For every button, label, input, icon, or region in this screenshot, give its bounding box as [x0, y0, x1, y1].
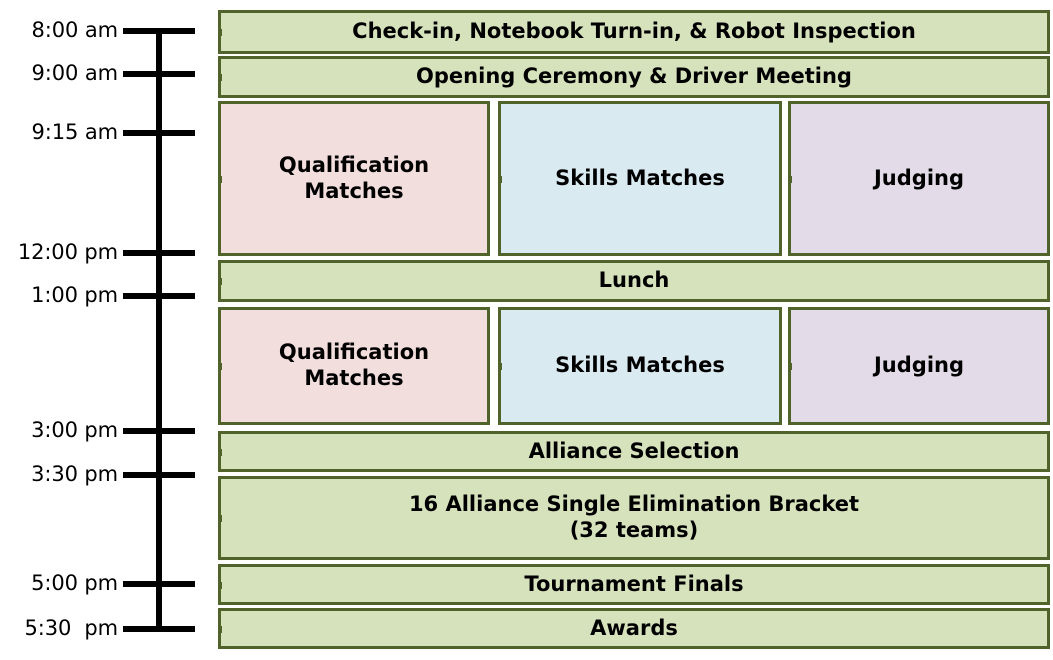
- event-block-label: Skills Matches: [555, 165, 725, 190]
- event-block[interactable]: Alliance Selection: [218, 431, 1050, 472]
- event-row-alliance-selection: Alliance Selection: [218, 431, 1050, 472]
- tick-mark: [123, 130, 195, 136]
- event-block[interactable]: Judging: [788, 101, 1050, 256]
- event-row-tournament-finals: Tournament Finals: [218, 564, 1050, 605]
- event-block[interactable]: Lunch: [218, 260, 1050, 302]
- timeline-connector-icon: [221, 625, 222, 633]
- event-block[interactable]: Opening Ceremony & Driver Meeting: [218, 56, 1050, 98]
- tick-mark: [123, 428, 195, 434]
- tick-time-label: 8:00 am: [31, 18, 119, 42]
- event-block[interactable]: Skills Matches: [498, 101, 782, 256]
- event-block[interactable]: Judging: [788, 307, 1050, 425]
- tick-time-label: 3:30 pm: [31, 462, 118, 486]
- tick-time-label: 9:00 am: [31, 61, 119, 85]
- timeline-connector-icon: [501, 363, 502, 370]
- event-block-label: Opening Ceremony & Driver Meeting: [416, 64, 852, 89]
- timeline-connector-icon: [221, 278, 222, 285]
- event-block[interactable]: Skills Matches: [498, 307, 782, 425]
- event-block-label: Qualification Matches: [278, 340, 430, 390]
- event-block-label: Judging: [873, 165, 964, 190]
- timeline-connector-icon: [221, 29, 222, 36]
- tick-mark: [123, 626, 195, 632]
- event-row-check-in: Check-in, Notebook Turn-in, & Robot Insp…: [218, 10, 1050, 54]
- event-block-label: Awards: [590, 615, 678, 640]
- events-area: Check-in, Notebook Turn-in, & Robot Insp…: [218, 0, 1053, 660]
- event-row-opening-ceremony: Opening Ceremony & Driver Meeting: [218, 56, 1050, 98]
- timeline-connector-icon: [221, 515, 222, 522]
- timeline-connector-icon: [221, 74, 222, 81]
- tick-mark: [123, 293, 195, 299]
- event-block-label: Check-in, Notebook Turn-in, & Robot Insp…: [352, 19, 916, 44]
- tick-time-label: 12:00 pm: [17, 240, 118, 264]
- tick-mark: [123, 28, 195, 34]
- event-block-label: Qualification Matches: [278, 152, 430, 203]
- event-block-label: Tournament Finals: [524, 571, 744, 596]
- event-block-label: 16 Alliance Single Elimination Bracket (…: [408, 492, 860, 542]
- tick-time-label: 5:30 pm: [24, 616, 119, 640]
- tick-mark: [123, 250, 195, 256]
- event-block-label: Alliance Selection: [528, 438, 740, 463]
- event-block[interactable]: Tournament Finals: [218, 564, 1050, 605]
- tick-mark: [123, 581, 195, 587]
- event-block[interactable]: Qualification Matches: [218, 307, 490, 425]
- event-block-label: Judging: [873, 353, 964, 378]
- timeline-connector-icon: [221, 581, 222, 589]
- event-row-morning-sessions: Qualification Matches Skills Matches Judgi…: [218, 101, 1050, 256]
- event-block-label: Lunch: [598, 268, 670, 293]
- event-block[interactable]: 16 Alliance Single Elimination Bracket (…: [218, 476, 1050, 560]
- timeline-connector-icon: [221, 363, 222, 370]
- timeline-connector-icon: [791, 175, 792, 183]
- timeline-axis: 8:00 am 9:00 am 9:15 am 12:00 pm 1:00 pm 3:00…: [0, 0, 215, 660]
- timeline-connector-icon: [791, 363, 792, 370]
- event-block-label: Skills Matches: [555, 353, 725, 378]
- event-row-awards: Awards: [218, 608, 1050, 649]
- event-row-afternoon-sessions: Qualification Matches Skills Matches Judgi…: [218, 307, 1050, 425]
- tick-time-label: 3:00 pm: [31, 418, 118, 442]
- tick-time-label: 1:00 pm: [31, 283, 118, 307]
- event-block[interactable]: Check-in, Notebook Turn-in, & Robot Insp…: [218, 10, 1050, 54]
- timeline-connector-icon: [501, 175, 502, 183]
- event-row-elimination-bracket: 16 Alliance Single Elimination Bracket (…: [218, 476, 1050, 560]
- tick-mark: [123, 71, 195, 77]
- event-row-lunch: Lunch: [218, 260, 1050, 302]
- tick-time-label: 5:00 pm: [31, 571, 118, 595]
- event-block[interactable]: Awards: [218, 608, 1050, 649]
- timeline-spine: [156, 31, 162, 629]
- tick-time-label: 9:15 am: [31, 120, 119, 144]
- tick-mark: [123, 472, 195, 478]
- timeline-connector-icon: [221, 448, 222, 456]
- timeline-connector-icon: [221, 175, 222, 183]
- event-block[interactable]: Qualification Matches: [218, 101, 490, 256]
